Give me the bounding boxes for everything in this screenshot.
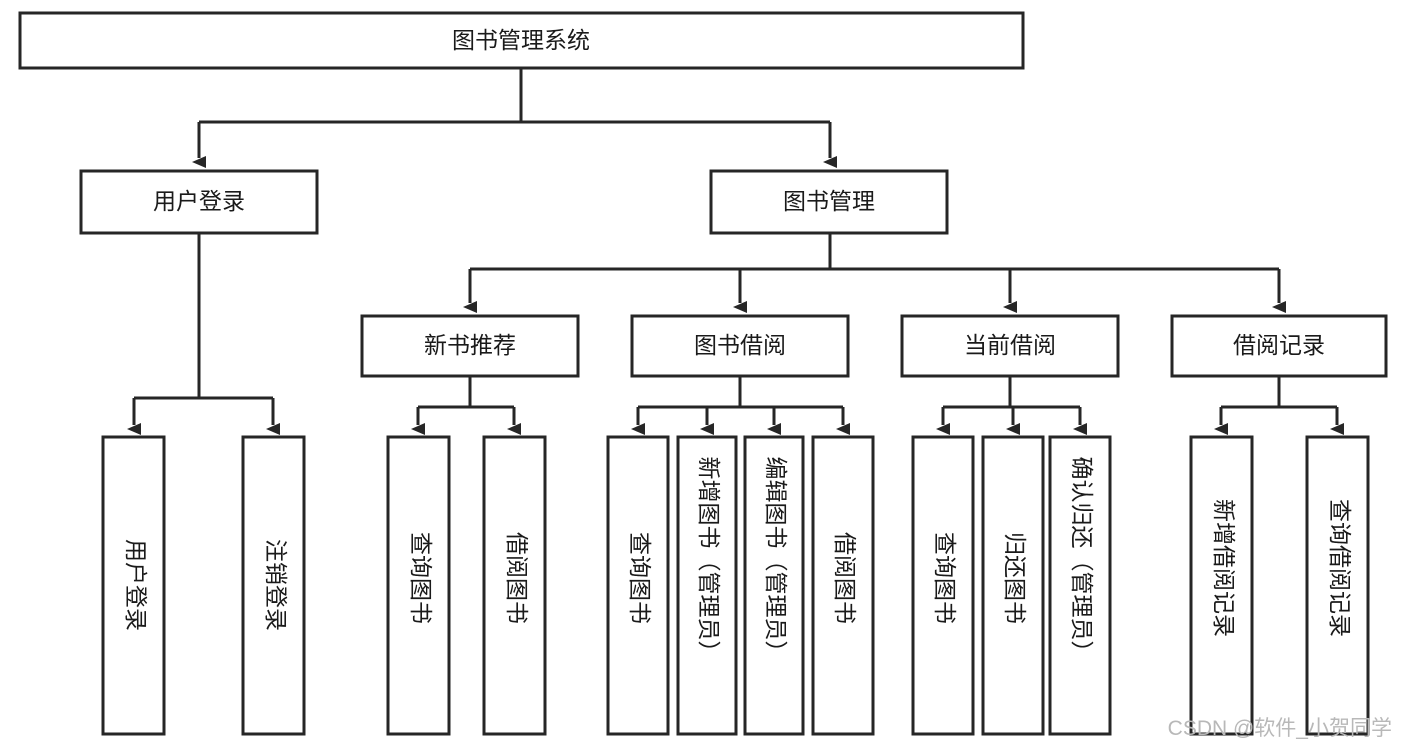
node-leaf-logout-login-label: 注销登录 [263,539,289,631]
node-leaf-return-book[interactable]: 归还图书 [981,435,1045,736]
connector-group-book-borrow [631,376,850,435]
node-leaf-user-login-label: 用户登录 [123,539,149,631]
node-book-management[interactable]: 图书管理 [709,169,949,235]
node-new-book-recommend[interactable]: 新书推荐 [360,314,580,378]
node-leaf-add-book-label: 新增图书（管理员） [696,457,722,664]
node-leaf-user-login-box[interactable] [101,435,166,736]
node-leaf-query-record-box[interactable] [1305,435,1370,736]
node-leaf-confirm-return[interactable]: 确认归还（管理员） [1048,435,1112,736]
node-leaf-query-book-cur-box[interactable] [911,435,975,736]
node-leaf-query-record[interactable]: 查询借阅记录 [1305,435,1370,736]
node-current-borrow-label: 当前借阅 [964,332,1056,358]
node-leaf-query-book-borrow[interactable]: 查询图书 [606,435,670,736]
node-leaf-borrow-book-rec[interactable]: 借阅图书 [482,435,547,736]
node-leaf-edit-book-label: 编辑图书（管理员） [763,457,789,664]
node-leaf-borrow-book-label: 借阅图书 [832,532,858,624]
node-user-login-label: 用户登录 [153,188,245,214]
node-leaf-query-book-borrow-box[interactable] [606,435,670,736]
node-leaf-borrow-book-rec-label: 借阅图书 [504,532,530,624]
node-leaf-query-book-cur-label: 查询图书 [932,532,958,624]
node-title-label: 图书管理系统 [452,27,590,53]
node-leaf-query-book-borrow-label: 查询图书 [627,532,653,624]
connector-group-root [192,68,837,168]
node-book-management-label: 图书管理 [783,188,875,214]
node-leaf-query-record-label: 查询借阅记录 [1327,499,1353,637]
node-borrow-record[interactable]: 借阅记录 [1170,314,1388,378]
node-leaf-return-book-box[interactable] [981,435,1045,736]
connector-group-new-book-recommend [411,376,521,435]
connector-group-user-login [127,233,280,435]
node-leaf-add-record-box[interactable] [1189,435,1254,736]
node-leaf-borrow-book-box[interactable] [811,435,875,736]
node-leaf-edit-book[interactable]: 编辑图书（管理员） [743,435,805,736]
node-book-borrow-label: 图书借阅 [694,332,786,358]
node-title[interactable]: 图书管理系统 [18,11,1025,70]
node-leaf-confirm-return-box[interactable] [1048,435,1112,736]
node-user-login[interactable]: 用户登录 [79,169,319,235]
node-borrow-record-label: 借阅记录 [1233,332,1325,358]
csdn-watermark: CSDN @软件_小贺同学 [1168,717,1392,740]
node-leaf-add-record[interactable]: 新增借阅记录 [1189,435,1254,736]
node-leaf-query-book-rec-box[interactable] [386,435,451,736]
node-leaf-add-book[interactable]: 新增图书（管理员） [676,435,738,736]
node-leaf-query-book-rec[interactable]: 查询图书 [386,435,451,736]
node-leaf-logout-login-box[interactable] [241,435,306,736]
node-leaf-edit-book-box[interactable] [743,435,805,736]
node-leaf-borrow-book[interactable]: 借阅图书 [811,435,875,736]
node-current-borrow-box[interactable] [900,314,1120,378]
node-book-borrow[interactable]: 图书借阅 [630,314,850,378]
node-leaf-query-book-rec-label: 查询图书 [408,532,434,624]
node-current-borrow[interactable]: 当前借阅 [900,314,1120,378]
node-leaf-user-login[interactable]: 用户登录 [101,435,166,736]
node-borrow-record-box[interactable] [1170,314,1388,378]
node-leaf-borrow-book-rec-box[interactable] [482,435,547,736]
node-user-login-box[interactable] [79,169,319,235]
node-new-book-recommend-box[interactable] [360,314,580,378]
node-leaf-return-book-label: 归还图书 [1002,532,1028,624]
node-leaf-query-book-cur[interactable]: 查询图书 [911,435,975,736]
node-leaf-logout-login[interactable]: 注销登录 [241,435,306,736]
node-leaf-add-book-box[interactable] [676,435,738,736]
node-book-borrow-box[interactable] [630,314,850,378]
node-book-management-box[interactable] [709,169,949,235]
connector-group-current-borrow [936,376,1087,435]
connector-group-borrow-record [1214,376,1344,435]
node-new-book-recommend-label: 新书推荐 [424,332,516,358]
node-leaf-confirm-return-label: 确认归还（管理员） [1069,457,1095,664]
node-title-box[interactable] [18,11,1025,70]
connector-group-book-management [463,233,1286,313]
node-leaf-add-record-label: 新增借阅记录 [1211,499,1237,637]
